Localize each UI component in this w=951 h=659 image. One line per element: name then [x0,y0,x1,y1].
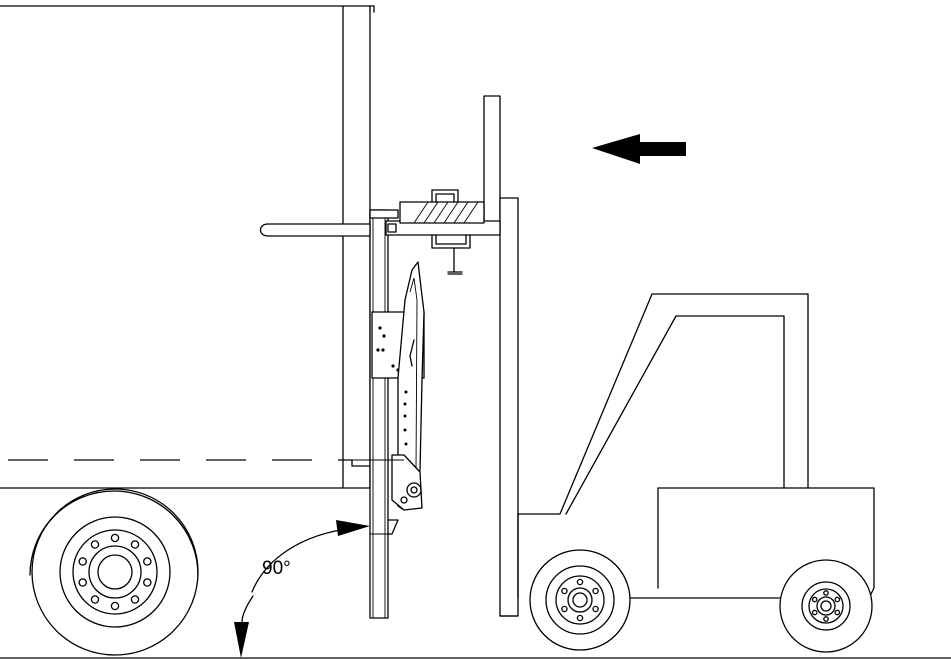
lug-nut [561,587,568,595]
lug-nut [823,616,829,622]
trailer-wheel-top-arc [29,490,199,576]
lug-nut [592,587,599,595]
leveler-foot [391,454,423,511]
forklift-body-top [657,487,809,589]
direction-arrow-left [592,134,686,164]
trailer-rim [59,516,171,628]
c-clamp-bottom [431,234,471,249]
trailer-hub-cap [97,554,133,590]
front-hub [567,587,593,613]
forklift-rear-wheel [779,559,873,653]
angle-arc-lower [241,595,254,623]
lug-nut [110,533,120,543]
rear-rim [801,581,851,631]
trailer-rear-post [342,5,371,489]
lug-nut [110,601,120,611]
leveler-lip [369,209,399,219]
forklift-upper-mast [483,95,501,235]
leveler-latch [409,339,415,367]
forklift-cab-outer [517,293,875,589]
leveler-roller [406,482,422,498]
rear-tire [779,559,873,653]
trailer-hub-ring [72,529,158,615]
lug-nut [90,540,100,549]
lug-nut [823,590,829,596]
lug-nut [561,605,568,613]
lug-nut [90,595,100,604]
rear-hub [816,596,836,616]
lug-nut [576,614,584,622]
lug-nut [143,578,152,587]
front-tire [529,549,631,651]
angle-label: 90° [262,558,291,579]
angle-arrowhead-right [336,520,370,536]
leveler-lower-bracket [387,519,399,535]
rear-lug-nuts [811,590,841,622]
angle-annotation: 90° [234,520,370,658]
forklift [259,95,875,617]
forklift-lower-mast [499,197,519,617]
forklift-front-wheel [529,549,631,651]
lug-nut [592,605,599,613]
front-rim [545,565,615,635]
trailer-wheel [29,488,199,656]
angle-arrowhead-down [234,622,249,658]
lug-nut [130,595,140,604]
lug-nut [78,557,87,566]
lug-nut [811,609,818,616]
lug-nut [576,578,584,586]
lug-nut [834,609,841,616]
angle-arc-upper [251,527,355,593]
lug-nut [143,557,152,566]
lug-nut [834,596,841,603]
forklift-fork [259,223,371,237]
dock-leveler [352,209,425,619]
front-lug-nuts [561,578,599,622]
trailer-hub [88,545,142,599]
clamp-block [399,201,485,224]
trailer-tire [31,488,199,656]
lug-nut [78,578,87,587]
c-clamp-top [431,189,459,203]
forklift-cab-inner [565,315,785,515]
lug-nut [811,596,818,603]
trailer-bumper [342,459,371,467]
trailer-lug-nuts [78,533,152,611]
truck-trailer [0,5,375,489]
lug-nut [130,540,140,549]
